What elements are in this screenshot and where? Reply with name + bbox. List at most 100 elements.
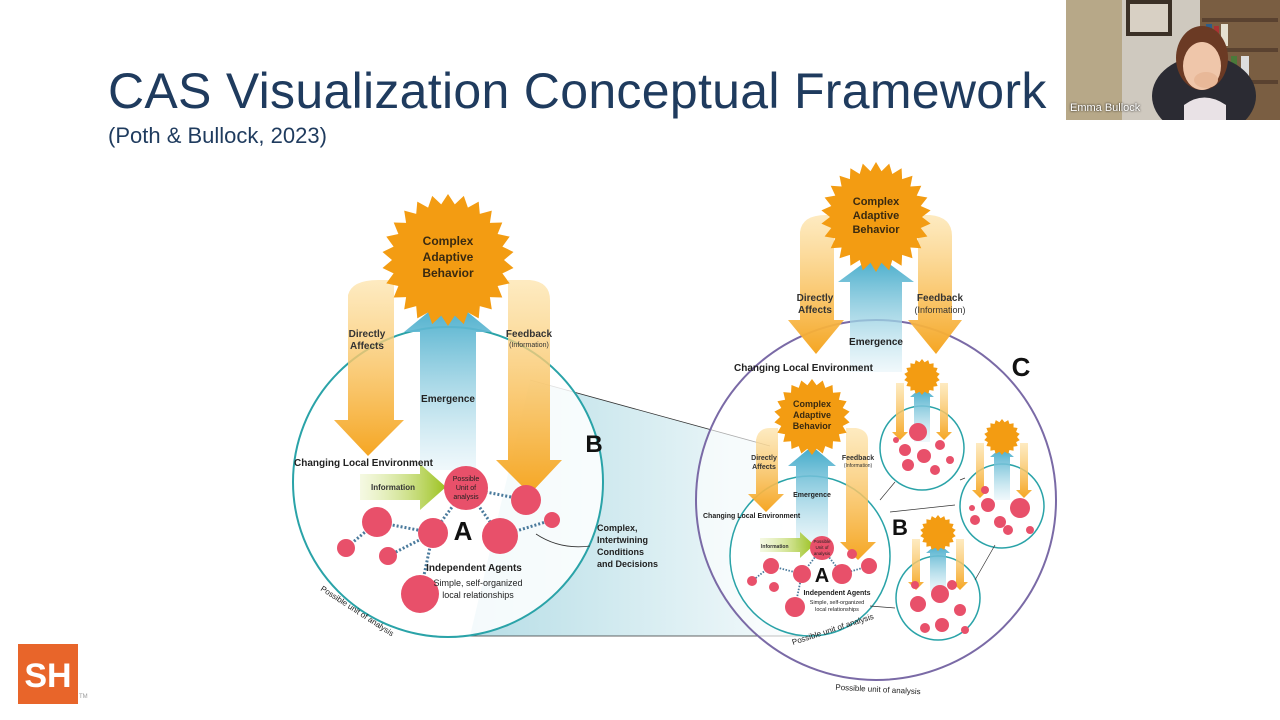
participant-name: Emma Bullock xyxy=(1070,102,1141,114)
directly-affects-arrow xyxy=(334,280,404,456)
relationships-label: local relationships xyxy=(442,590,514,600)
agent-node xyxy=(947,580,957,590)
independent-agents-label: Independent Agents xyxy=(426,563,522,574)
letter-a: A xyxy=(454,516,473,546)
university-logo: SH xyxy=(18,644,78,704)
participant-video[interactable] xyxy=(1066,0,1280,120)
complex-conditions-label: Intertwining xyxy=(597,535,648,545)
agent-node xyxy=(935,618,949,632)
complex-conditions-label: Conditions xyxy=(597,547,644,557)
sub-system-sun xyxy=(984,419,1020,455)
agent-node xyxy=(544,512,560,528)
trademark-mark: TM xyxy=(79,694,88,700)
changing-env-label: Changing Local Environment xyxy=(294,458,434,469)
agent-node xyxy=(902,459,914,471)
sub-system-arrow xyxy=(1016,443,1032,498)
sub-system-sun xyxy=(904,359,940,395)
complex-conditions-label: Complex, xyxy=(597,523,638,533)
agent-node xyxy=(832,564,852,584)
changing-env-label: Changing Local Environment xyxy=(703,513,801,520)
agent-node xyxy=(981,498,995,512)
sun-label: Complex xyxy=(423,234,474,248)
sun-label: Behavior xyxy=(852,224,900,236)
agent-node xyxy=(917,449,931,463)
letter-b: B xyxy=(892,515,908,540)
agent-node xyxy=(1010,498,1030,518)
agent-node xyxy=(747,576,757,586)
relationships-label: local relationships xyxy=(815,607,859,613)
agent-node xyxy=(511,485,541,515)
agent-node xyxy=(861,558,877,574)
agent-node xyxy=(911,581,919,589)
agent-node xyxy=(961,626,969,634)
feedback-label: Feedback xyxy=(506,329,553,340)
changing-env-label: Changing Local Environment xyxy=(734,363,874,374)
agent-node xyxy=(763,558,779,574)
agent-node xyxy=(769,582,779,592)
feedback-label: (Information) xyxy=(844,463,873,469)
logo-text: SH xyxy=(24,657,71,695)
feedback-arrow xyxy=(908,215,962,354)
sun-label: Behavior xyxy=(793,421,832,431)
agent-node xyxy=(418,518,448,548)
directly-affects-label: Directly xyxy=(349,329,386,340)
agent-node xyxy=(981,486,989,494)
sun-label: Adaptive xyxy=(793,410,831,420)
sun-label: Adaptive xyxy=(853,210,899,222)
unit-label: Possible xyxy=(453,476,480,483)
agent-node xyxy=(785,597,805,617)
feedback-arrow xyxy=(496,280,562,494)
sub-system-arrow xyxy=(892,383,908,440)
sub-system-emergence xyxy=(926,543,950,592)
feedback-label: Feedback xyxy=(917,293,964,304)
independent-agents-label: Independent Agents xyxy=(803,590,870,597)
agent-node xyxy=(401,575,439,613)
unit-label: analysis xyxy=(453,494,479,501)
complex-adaptive-behavior-sun xyxy=(382,194,514,326)
agent-node xyxy=(847,549,857,559)
sub-system-arrow xyxy=(972,443,988,498)
unit-label: Possible xyxy=(813,539,831,544)
emergence-label: Emergence xyxy=(421,394,475,405)
sub-system-emergence xyxy=(990,447,1014,500)
sub-system-arrow xyxy=(908,539,924,590)
agent-node xyxy=(909,423,927,441)
directly-affects-label: Directly xyxy=(797,293,834,304)
letter-b: B xyxy=(585,431,602,458)
agent-node xyxy=(954,604,966,616)
information-label: Information xyxy=(761,544,789,550)
feedback-label: (Information) xyxy=(914,305,965,315)
relationships-label: Simple, self-organized xyxy=(810,600,864,606)
agent-node xyxy=(1026,526,1034,534)
sun-label: Complex xyxy=(793,399,831,409)
agent-node xyxy=(362,507,392,537)
unit-label: Unit of xyxy=(815,545,829,550)
sun-label: Behavior xyxy=(422,266,474,280)
agent-node xyxy=(793,565,811,583)
sub-systems xyxy=(879,359,1045,641)
directly-affects-label: Affects xyxy=(798,305,832,316)
emergence-label: Emergence xyxy=(849,337,903,348)
sub-system-arrow xyxy=(952,539,968,590)
directly-affects-label: Affects xyxy=(752,464,776,471)
unit-of-analysis-node xyxy=(444,466,488,510)
letter-c: C xyxy=(1012,352,1031,382)
agent-node xyxy=(1003,525,1013,535)
agent-node xyxy=(337,539,355,557)
agent-node xyxy=(899,444,911,456)
directly-affects-arrow xyxy=(788,215,844,354)
agent-node xyxy=(946,456,954,464)
relationships-label: Simple, self-organized xyxy=(433,578,522,588)
emergence-arrow xyxy=(838,254,914,372)
agent-node xyxy=(930,465,940,475)
agent-node xyxy=(482,518,518,554)
right-framework: Complex Adaptive Behavior Directly Affec… xyxy=(695,162,1057,696)
letter-a: A xyxy=(815,565,829,587)
feedback-label: Feedback xyxy=(842,455,874,462)
information-arrow xyxy=(360,464,446,510)
sun-label: Adaptive xyxy=(423,250,474,264)
unit-of-analysis-node xyxy=(810,536,834,560)
unit-label: Unit of xyxy=(456,485,476,492)
emergence-arrow xyxy=(404,296,492,470)
